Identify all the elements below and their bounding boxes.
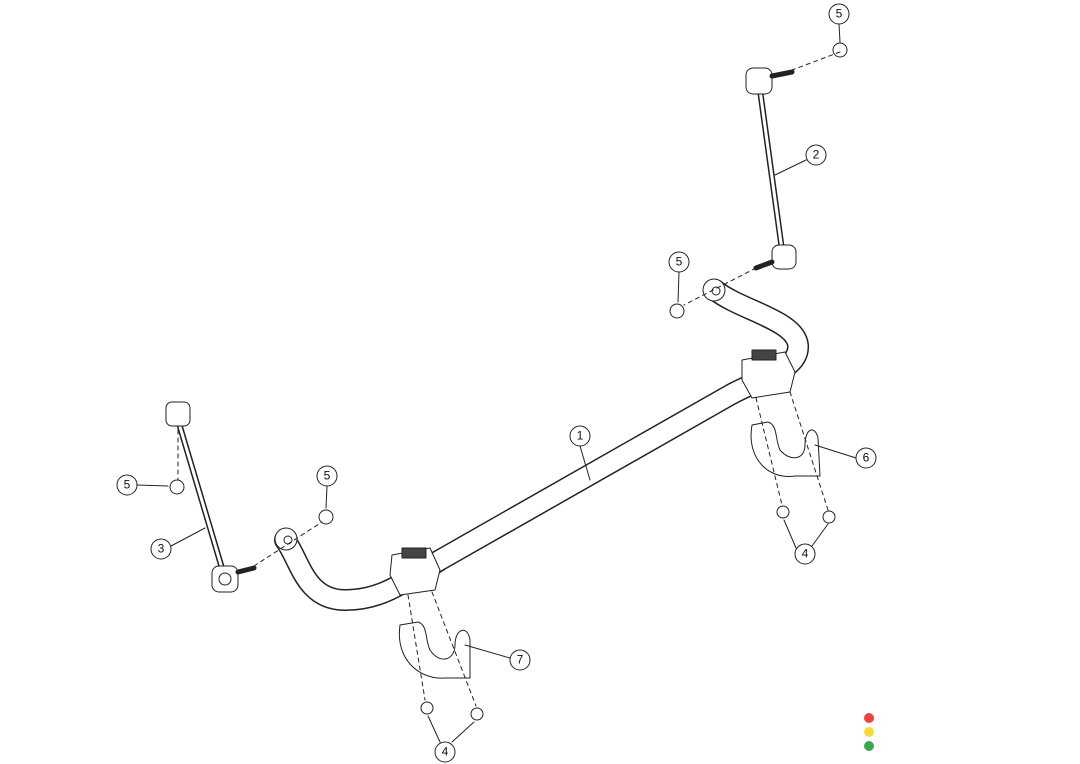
callout-4-right: 4 xyxy=(794,543,816,565)
stabilizer-link-right xyxy=(745,67,797,271)
callout-2: 2 xyxy=(805,144,827,166)
status-dot-red xyxy=(864,713,874,723)
callout-7: 7 xyxy=(509,649,531,671)
bushing-left xyxy=(389,547,441,596)
callout-4-left: 4 xyxy=(434,741,456,763)
alignment-lines xyxy=(177,51,841,707)
status-dot-yellow xyxy=(864,727,874,737)
leader-lines xyxy=(136,23,857,743)
callout-5-left: 5 xyxy=(116,474,138,496)
callout-5-middle: 5 xyxy=(316,465,338,487)
stabilizer-bar xyxy=(274,278,809,611)
clamp-6 xyxy=(750,421,821,477)
callout-6: 6 xyxy=(855,447,877,469)
status-dot-green xyxy=(864,741,874,751)
callout-1: 1 xyxy=(569,425,591,447)
stabilizer-link-left xyxy=(165,401,257,593)
bushing-right xyxy=(741,349,796,399)
callout-5-right: 5 xyxy=(668,251,690,273)
callout-5-top-right: 5 xyxy=(828,3,850,25)
nuts xyxy=(169,42,848,721)
clamp-7 xyxy=(398,621,471,679)
callout-3: 3 xyxy=(150,538,172,560)
